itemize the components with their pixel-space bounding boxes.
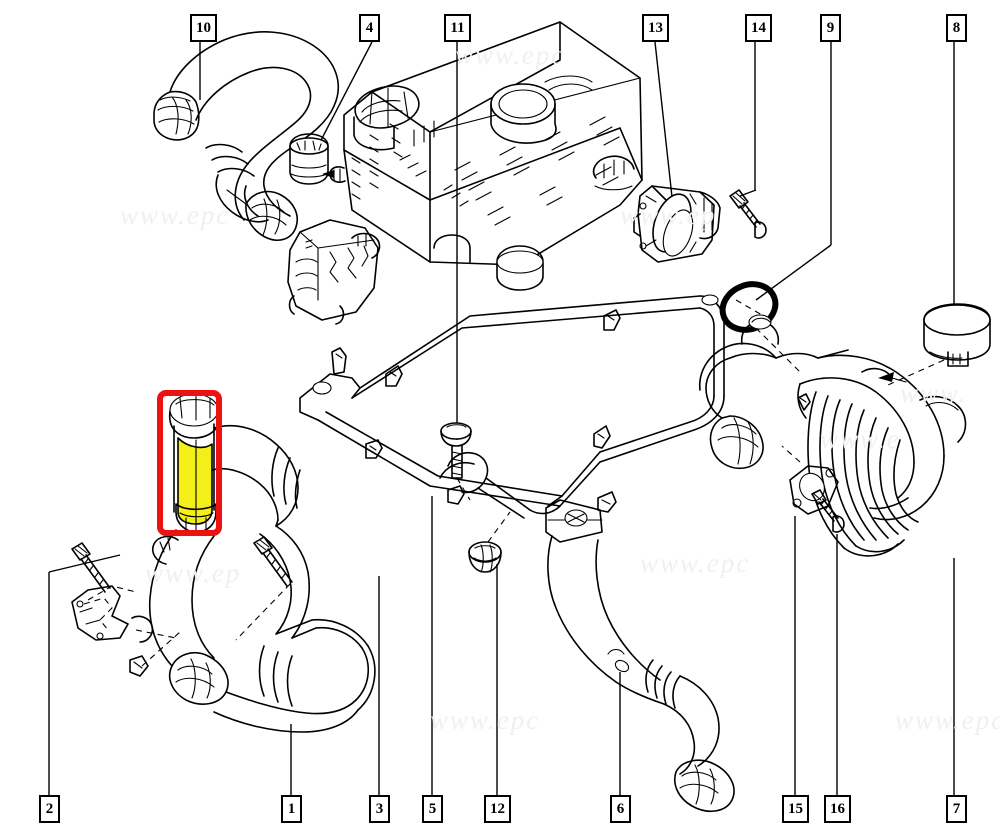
callout-12[interactable]: 12 <box>484 795 511 823</box>
watermark: www.ep <box>620 200 717 230</box>
callout-7[interactable]: 7 <box>946 795 967 823</box>
watermark: www.epc <box>430 705 541 735</box>
callout-9[interactable]: 9 <box>820 14 841 42</box>
watermark: www.epc <box>120 200 231 230</box>
part-15-gasket-flange <box>781 445 839 515</box>
part-11-clip-fastener <box>440 422 472 501</box>
callout-15[interactable]: 15 <box>782 795 809 823</box>
callout-13[interactable]: 13 <box>642 14 669 42</box>
part-12-grommet-fastener <box>468 511 511 573</box>
watermark: www.epc <box>455 40 566 70</box>
part-13-throttle-body <box>633 185 721 263</box>
callout-1[interactable]: 1 <box>281 795 302 823</box>
part-10-upper-air-hose <box>153 31 339 241</box>
part-2-mounting-bracket <box>71 585 177 643</box>
part-4-valve-cap <box>289 133 329 185</box>
watermark: www.epc <box>895 705 1000 735</box>
part-5-support-frame <box>299 294 725 519</box>
watermark: www. <box>900 378 967 408</box>
part-6-lower-air-hose <box>545 499 735 813</box>
bracket-screws <box>71 536 293 641</box>
callout-11[interactable]: 11 <box>444 14 471 42</box>
part-16-flange-bolt <box>811 489 845 533</box>
watermark: www.epc <box>640 548 751 578</box>
part-8-hose-clamp <box>887 303 991 386</box>
part-14-bolt <box>729 189 767 239</box>
callout-5[interactable]: 5 <box>422 795 443 823</box>
intake-manifold-body <box>322 21 643 291</box>
callout-2[interactable]: 2 <box>39 795 60 823</box>
callout-6[interactable]: 6 <box>610 795 631 823</box>
callout-4[interactable]: 4 <box>359 14 380 42</box>
callout-16[interactable]: 16 <box>824 795 851 823</box>
callout-10[interactable]: 10 <box>190 14 217 42</box>
callout-8[interactable]: 8 <box>946 14 967 42</box>
leader-lines <box>48 41 955 795</box>
callout-14[interactable]: 14 <box>745 14 772 42</box>
watermark: www.ep <box>145 558 242 588</box>
callout-3[interactable]: 3 <box>369 795 390 823</box>
part-3-accessory-module <box>287 219 381 325</box>
watermark: www.e <box>820 424 901 454</box>
part-1-turbo-air-hose <box>129 392 376 733</box>
